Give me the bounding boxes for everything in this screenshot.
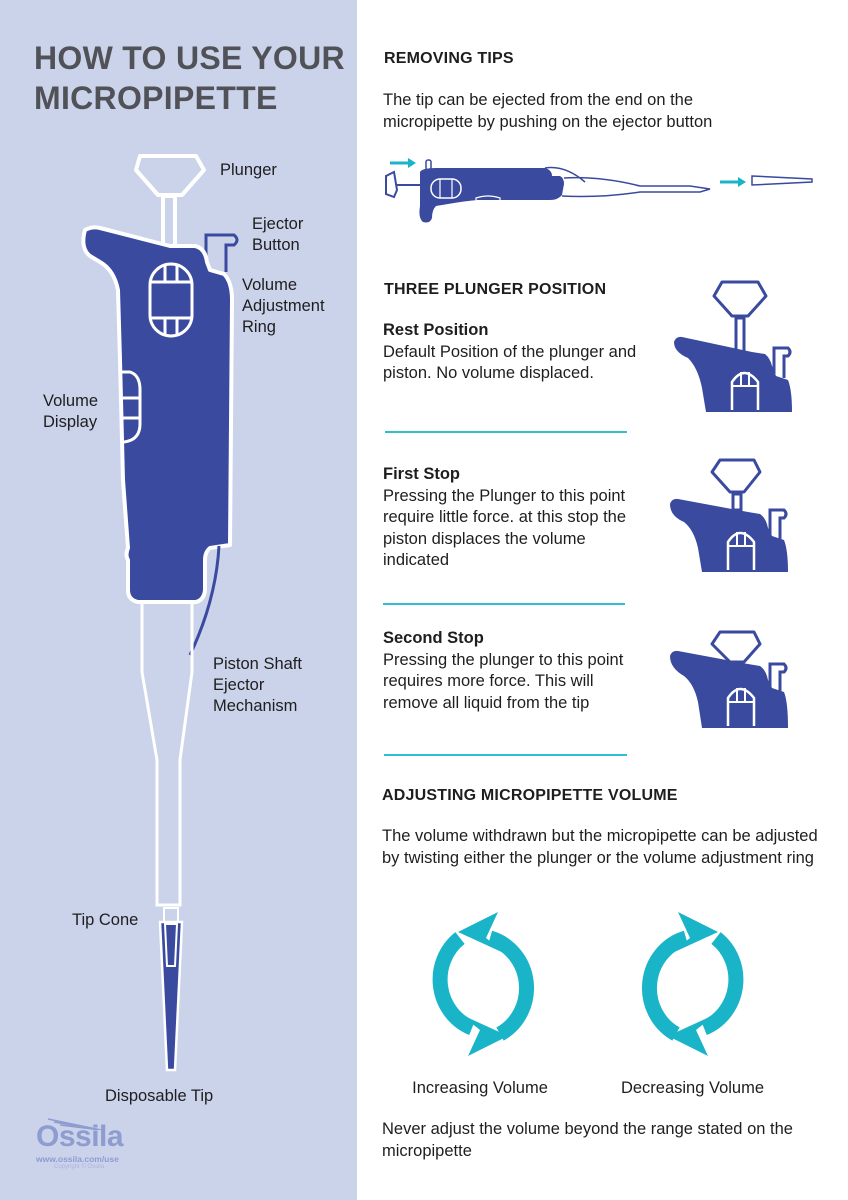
second-stop-icon [670, 630, 788, 728]
volume-warning: Never adjust the volume beyond the range… [382, 1120, 793, 1160]
tip-ejection-diagram [385, 158, 813, 223]
removing-tips-heading: REMOVING TIPS [384, 50, 514, 67]
increasing-volume-label: Increasing Volume [412, 1079, 548, 1097]
adjusting-heading: ADJUSTING MICROPIPETTE VOLUME [382, 787, 678, 804]
removing-tips-body: The tip can be ejected from the end on t… [383, 91, 713, 131]
page-title: HOW TO USE YOUR MICROPIPETTE [34, 38, 345, 118]
label-disposable-tip: Disposable Tip [105, 1087, 214, 1105]
rest-position-icon [674, 280, 792, 412]
decreasing-volume-label: Decreasing Volume [620, 1079, 765, 1097]
plunger-positions-heading: THREE PLUNGER POSITION [384, 281, 607, 298]
title-line-1: HOW TO USE YOUR [34, 40, 345, 76]
divider-3 [384, 754, 627, 756]
label-tip-cone: Tip Cone [72, 911, 139, 929]
label-volume-display: Volume Display [43, 392, 99, 431]
title-line-2: MICROPIPETTE [34, 80, 278, 116]
label-volume-adjustment-ring: Volume Adjustment Ring [242, 276, 325, 336]
second-stop-body: Pressing the plunger to this point requi… [383, 650, 624, 712]
first-stop-icon [670, 458, 788, 572]
label-piston-shaft: Piston Shaft Ejector Mechanism [213, 655, 302, 715]
logo-wing-icon [47, 1118, 102, 1130]
first-stop-text: First Stop Pressing the Plunger to this … [383, 464, 643, 572]
adjusting-body: The volume withdrawn but the micropipett… [382, 827, 818, 867]
eject-arrow-icon [720, 177, 746, 187]
divider-2 [383, 603, 625, 605]
second-stop-title: Second Stop [383, 629, 484, 647]
label-plunger: Plunger [220, 161, 277, 179]
push-arrow-icon [390, 158, 416, 168]
rest-position-text: Rest Position Default Position of the pl… [383, 320, 643, 385]
logo-url: www.ossila.com/use [36, 1154, 119, 1164]
logo-copyright: Copyright © Ossila [54, 1164, 105, 1170]
first-stop-body: Pressing the Plunger to this point requi… [383, 486, 627, 570]
rest-position-body: Default Position of the plunger and pist… [383, 342, 637, 383]
rest-position-title: Rest Position [383, 321, 489, 339]
second-stop-text: Second Stop Pressing the plunger to this… [383, 628, 643, 714]
micropipette-diagram [81, 154, 239, 1072]
increasing-volume-icon [432, 912, 534, 1056]
label-ejector-button: Ejector Button [252, 215, 304, 254]
ossila-logo: Ossila www.ossila.com/use Copyright © Os… [36, 1118, 146, 1170]
first-stop-title: First Stop [383, 465, 460, 483]
decreasing-volume-icon [642, 912, 744, 1056]
divider-1 [385, 431, 627, 433]
left-panel: HOW TO USE YOUR MICROPIPETTE Plunge [0, 0, 357, 1200]
